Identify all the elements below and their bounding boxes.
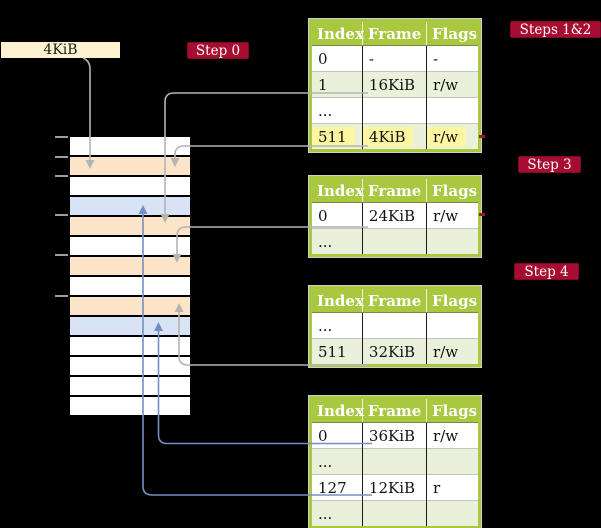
table-row: ... bbox=[310, 312, 480, 339]
col-header-frame: Frame bbox=[361, 397, 427, 423]
table-row: 511 32KiB r/w bbox=[310, 338, 480, 366]
memory-row-free bbox=[70, 176, 190, 196]
memory-row-free bbox=[70, 236, 190, 256]
red-leader-dash bbox=[479, 213, 485, 216]
cell-flags: r/w bbox=[426, 71, 480, 98]
cell-flags: r bbox=[426, 474, 480, 501]
page-table-level2: Index Frame Flags ... 511 32KiB r/w bbox=[308, 285, 482, 368]
table-row-highlighted: 511 4KiB r/w bbox=[310, 123, 480, 151]
table-header-row: Index Frame Flags bbox=[310, 287, 480, 313]
col-header-index: Index bbox=[310, 20, 364, 46]
cell-index: ... bbox=[310, 448, 363, 475]
cell-frame bbox=[361, 228, 427, 256]
page-table-level1: Index Frame Flags 0 36KiB r/w ... 127 12… bbox=[308, 395, 482, 528]
cell-index: ... bbox=[310, 500, 363, 528]
cell-flags bbox=[426, 97, 480, 124]
cell-index: 511 bbox=[310, 123, 363, 151]
red-leader-dash bbox=[479, 135, 485, 138]
cell-frame bbox=[361, 312, 427, 339]
cell-index: 1 bbox=[310, 71, 363, 98]
cell-frame: 24KiB bbox=[361, 202, 427, 229]
cell-frame: 32KiB bbox=[361, 338, 427, 366]
cell-frame bbox=[361, 97, 427, 124]
memory-tick bbox=[55, 156, 68, 158]
cell-index: 0 bbox=[310, 202, 363, 229]
badge-step-0: Step 0 bbox=[187, 42, 249, 59]
col-header-flags: Flags bbox=[426, 20, 480, 46]
cell-flags: - bbox=[426, 45, 480, 72]
memory-row-mapped_frame bbox=[70, 316, 190, 336]
page-table-level3: Index Frame Flags 0 24KiB r/w ... bbox=[308, 175, 482, 258]
memory-tick bbox=[55, 295, 68, 297]
highlight-chip: 511 bbox=[312, 126, 355, 147]
table-header-row: Index Frame Flags bbox=[310, 20, 480, 46]
cell-frame: 4KiB bbox=[361, 123, 427, 151]
cell-flags bbox=[426, 500, 480, 528]
memory-tick bbox=[55, 136, 68, 138]
memory-row-page_table bbox=[70, 256, 190, 276]
cell-flags: r/w bbox=[426, 422, 480, 449]
table-row: 0 24KiB r/w bbox=[310, 202, 480, 229]
table-header-row: Index Frame Flags bbox=[310, 177, 480, 203]
table-row: ... bbox=[310, 228, 480, 256]
memory-row-free bbox=[70, 376, 190, 396]
page-size-label: 4KiB bbox=[1, 42, 120, 58]
memory-tick bbox=[55, 254, 68, 256]
col-header-index: Index bbox=[310, 177, 364, 203]
cell-flags bbox=[426, 448, 480, 475]
col-header-flags: Flags bbox=[426, 287, 480, 313]
cell-flags: r/w bbox=[426, 123, 480, 151]
memory-row-free bbox=[70, 276, 190, 296]
col-header-frame: Frame bbox=[361, 287, 427, 313]
cell-index: ... bbox=[310, 228, 363, 256]
col-header-index: Index bbox=[310, 287, 364, 313]
cell-flags bbox=[426, 312, 480, 339]
table-row: 127 12KiB r bbox=[310, 474, 480, 501]
cell-flags: r/w bbox=[426, 338, 480, 366]
table-row: 0 - - bbox=[310, 45, 480, 72]
memory-row-page_table bbox=[70, 156, 190, 176]
memory-tick bbox=[55, 175, 68, 177]
cell-flags bbox=[426, 228, 480, 256]
badge-step-3: Step 3 bbox=[518, 156, 581, 173]
memory-row-free bbox=[70, 336, 190, 356]
badge-steps-1-2: Steps 1&2 bbox=[510, 21, 601, 38]
cell-index: 0 bbox=[310, 422, 363, 449]
col-header-flags: Flags bbox=[426, 177, 480, 203]
cell-frame: - bbox=[361, 45, 427, 72]
badge-step-4: Step 4 bbox=[514, 263, 579, 280]
highlight-chip: r/w bbox=[427, 126, 467, 147]
table-row: ... bbox=[310, 97, 480, 124]
memory-row-free bbox=[70, 356, 190, 376]
table-header-row: Index Frame Flags bbox=[310, 397, 480, 423]
physical-memory-column bbox=[70, 137, 190, 416]
cell-index: 127 bbox=[310, 474, 363, 501]
cell-index: ... bbox=[310, 97, 363, 124]
col-header-index: Index bbox=[310, 397, 364, 423]
cell-frame bbox=[361, 448, 427, 475]
table-row: ... bbox=[310, 500, 480, 528]
memory-row-free bbox=[70, 137, 190, 156]
cell-frame: 36KiB bbox=[361, 422, 427, 449]
memory-tick bbox=[55, 214, 68, 216]
cell-flags: r/w bbox=[426, 202, 480, 229]
memory-row-page_table bbox=[70, 296, 190, 316]
col-header-flags: Flags bbox=[426, 397, 480, 423]
cell-index: 0 bbox=[310, 45, 363, 72]
cell-frame: 12KiB bbox=[361, 474, 427, 501]
table-row: 1 16KiB r/w bbox=[310, 71, 480, 98]
memory-row-mapped_frame bbox=[70, 196, 190, 216]
memory-row-free bbox=[70, 396, 190, 416]
memory-row-page_table bbox=[70, 216, 190, 236]
page-table-level4: Index Frame Flags 0 - - 1 16KiB r/w ... bbox=[308, 18, 482, 153]
cell-index: ... bbox=[310, 312, 363, 339]
highlight-chip: 4KiB bbox=[363, 126, 414, 147]
table-row: ... bbox=[310, 448, 480, 475]
cell-frame: 16KiB bbox=[361, 71, 427, 98]
cell-frame bbox=[361, 500, 427, 528]
col-header-frame: Frame bbox=[361, 20, 427, 46]
col-header-frame: Frame bbox=[361, 177, 427, 203]
cell-index: 511 bbox=[310, 338, 363, 366]
table-row: 0 36KiB r/w bbox=[310, 422, 480, 449]
